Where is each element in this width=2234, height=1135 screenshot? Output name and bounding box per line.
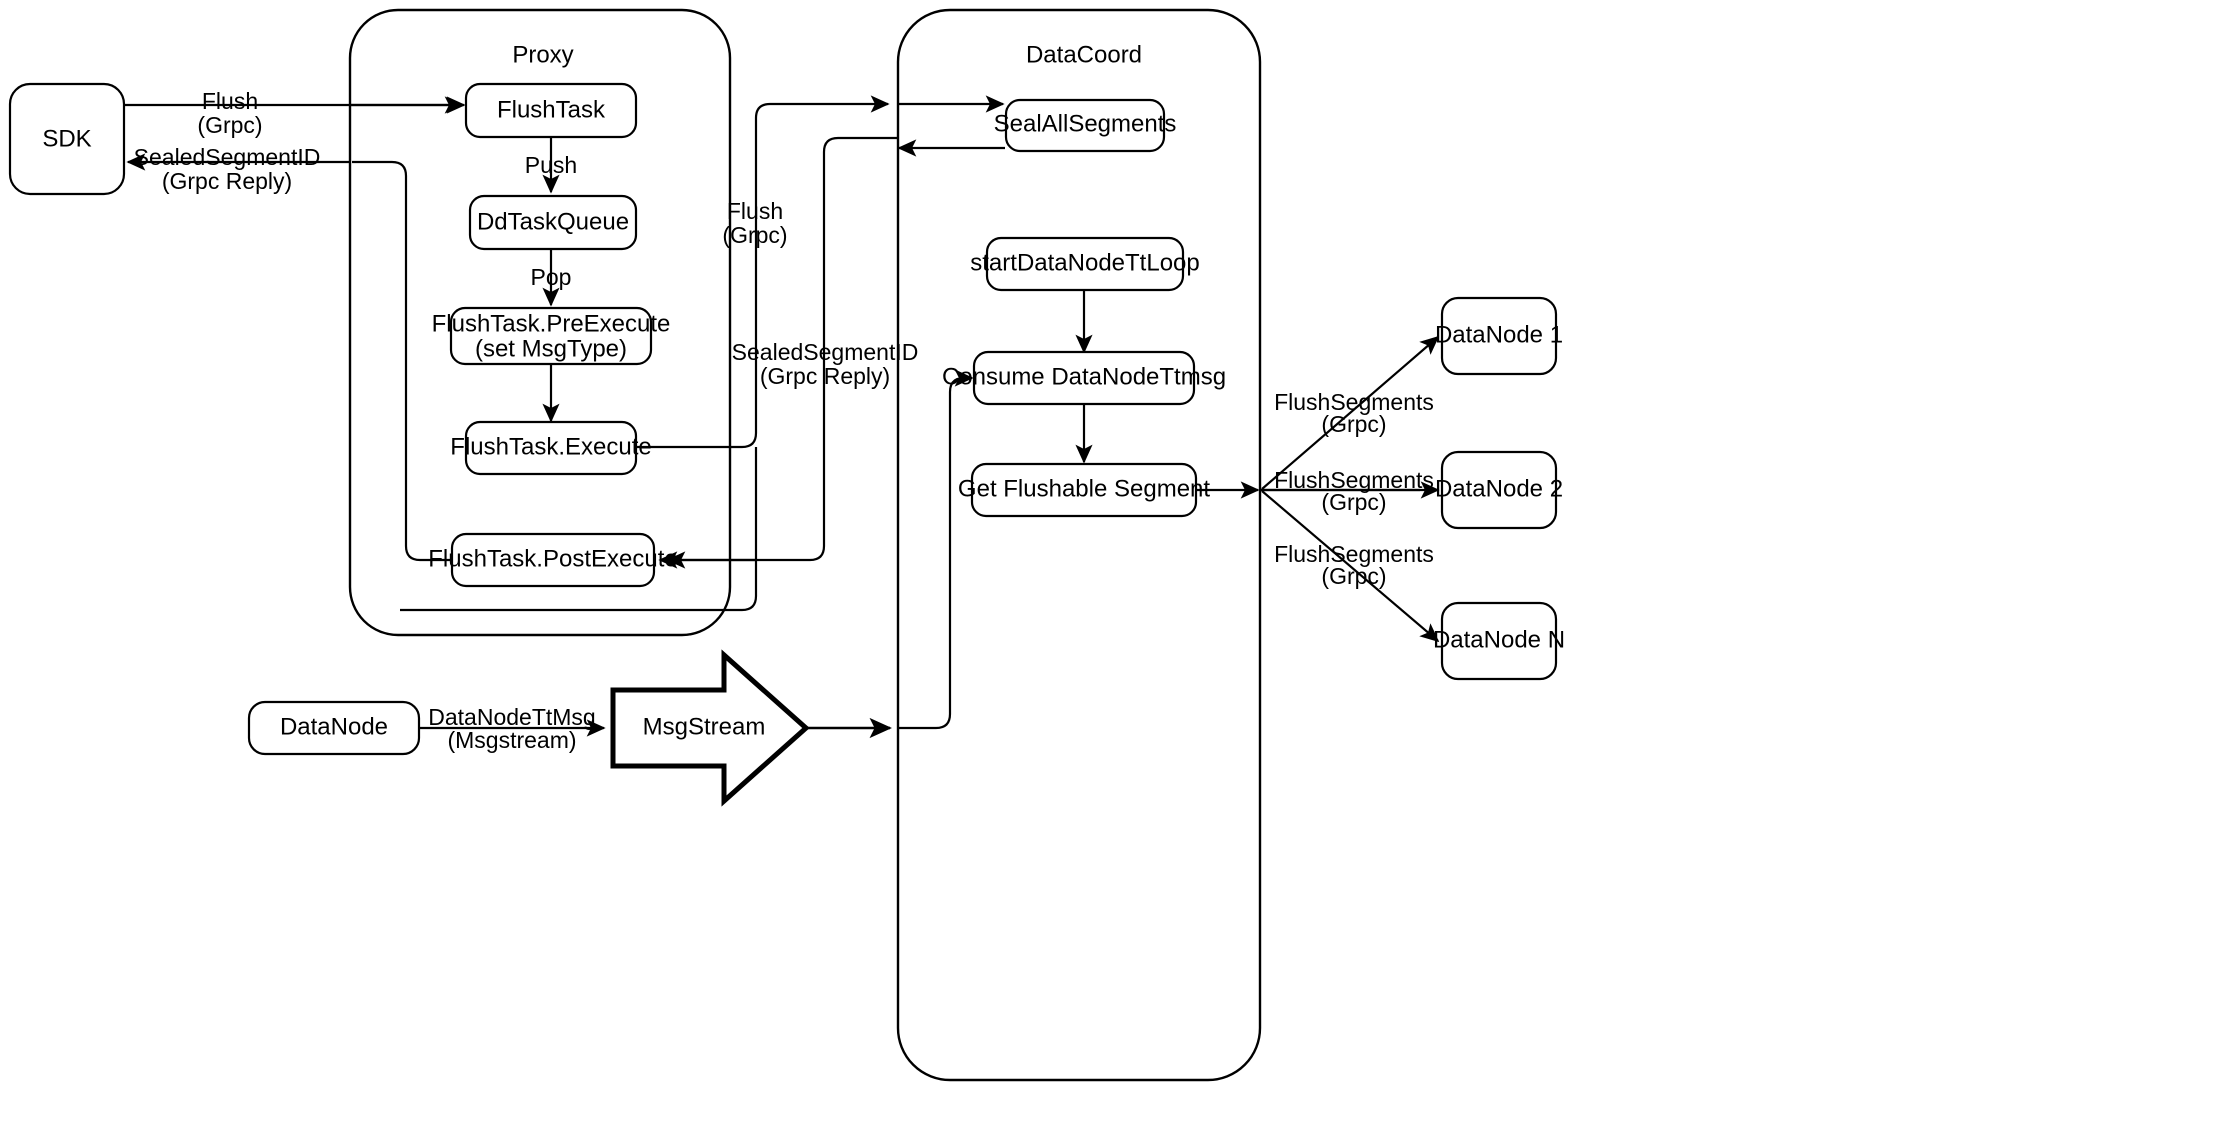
node-flushtask-execute[interactable]: FlushTask.Execute (450, 420, 652, 476)
node-flushtask-preexecute[interactable]: FlushTask.PreExecute (set MsgType) (432, 306, 671, 366)
edge-flushsegments-datanoden (1261, 490, 1440, 643)
node-datanode-source[interactable]: DataNode (247, 700, 421, 756)
edge-label-pop: Pop (531, 264, 572, 290)
node-flushtask-label: FlushTask (497, 96, 606, 123)
node-msgstream[interactable]: MsgStream (610, 649, 810, 807)
edge-postexecute-to-sdk-rail (352, 160, 452, 562)
edge-label-coord-proxy-sealed-line2: (Grpc Reply) (760, 363, 890, 389)
node-sealallsegments[interactable]: SealAllSegments (994, 98, 1177, 153)
edge-label-flushsegments-1-line2: (Grpc) (1321, 411, 1386, 437)
node-flushtask[interactable]: FlushTask (464, 82, 638, 139)
node-datanode-source-label: DataNode (280, 713, 388, 740)
node-datanode-1-label: DataNode 1 (1435, 321, 1563, 348)
edge-label-flushsegments-n-line2: (Grpc) (1321, 563, 1386, 589)
node-ddtaskqueue-label: DdTaskQueue (477, 208, 629, 235)
node-sdk[interactable]: SDK (8, 82, 126, 196)
node-msgstream-label: MsgStream (643, 713, 766, 740)
edge-datacoord-reply-rail (666, 136, 899, 569)
edge-flushsegments-datanode1 (1261, 335, 1440, 490)
node-consume-datanode-ttmsg-label: Consume DataNodeTtmsg (942, 363, 1226, 390)
container-datacoord-label: DataCoord (1026, 41, 1142, 68)
node-ddtaskqueue[interactable]: DdTaskQueue (468, 194, 638, 251)
edge-label-sealedsegmentid-line1: SealedSegmentID (134, 144, 321, 170)
node-start-datanode-ttloop[interactable]: startDataNodeTtLoop (970, 236, 1200, 292)
node-datanode-1[interactable]: DataNode 1 (1435, 296, 1563, 376)
container-proxy-label: Proxy (512, 41, 573, 68)
edge-label-datanodettmsg-line2: (Msgstream) (447, 727, 576, 753)
node-consume-datanode-ttmsg[interactable]: Consume DataNodeTtmsg (942, 350, 1226, 406)
edge-label-proxy-coord-flush-line2: (Grpc) (722, 222, 787, 248)
edge-proxy-right-rail-down (400, 447, 758, 612)
node-datanode-n-label: DataNode N (1433, 626, 1565, 653)
node-datanode-2-label: DataNode 2 (1435, 475, 1563, 502)
edge-msgstream-rail-to-consume (899, 369, 974, 730)
node-datanode-2[interactable]: DataNode 2 (1435, 450, 1563, 530)
node-get-flushable-segment-label: Get Flushable Segment (958, 475, 1210, 502)
edge-label-proxy-coord-flush-line1: Flush (727, 198, 783, 224)
edge-label-flushsegments-n-line1: FlushSegments (1274, 541, 1434, 567)
edge-label-coord-proxy-sealed-line1: SealedSegmentID (732, 339, 919, 365)
edge-label-flushsegments-1-line1: FlushSegments (1274, 389, 1434, 415)
node-flushtask-postexecute-label: FlushTask.PostExecute (428, 545, 677, 572)
node-flushtask-preexecute-label-line1: FlushTask.PreExecute (432, 310, 671, 337)
edge-label-flushsegments-2-line2: (Grpc) (1321, 489, 1386, 515)
edge-label-datanodettmsg-line1: DataNodeTtMsg (428, 704, 595, 730)
node-get-flushable-segment[interactable]: Get Flushable Segment (958, 462, 1210, 518)
node-sealallsegments-label: SealAllSegments (994, 110, 1177, 137)
edge-label-push: Push (525, 152, 577, 178)
edge-label-flush-grpc-line2: (Grpc) (197, 112, 262, 138)
node-sdk-label: SDK (42, 125, 91, 152)
container-datacoord (896, 8, 1262, 1082)
edge-label-sealedsegmentid-line2: (Grpc Reply) (162, 168, 292, 194)
node-datanode-n[interactable]: DataNode N (1433, 601, 1565, 681)
edge-label-flushsegments-2-line1: FlushSegments (1274, 467, 1434, 493)
edge-execute-to-datacoord (636, 95, 890, 449)
node-flushtask-preexecute-label-line2: (set MsgType) (475, 335, 627, 362)
node-start-datanode-ttloop-label: startDataNodeTtLoop (970, 249, 1199, 276)
edge-label-flush-grpc-line1: Flush (202, 88, 258, 114)
node-flushtask-execute-label: FlushTask.Execute (450, 433, 651, 460)
node-flushtask-postexecute[interactable]: FlushTask.PostExecute (428, 532, 678, 588)
